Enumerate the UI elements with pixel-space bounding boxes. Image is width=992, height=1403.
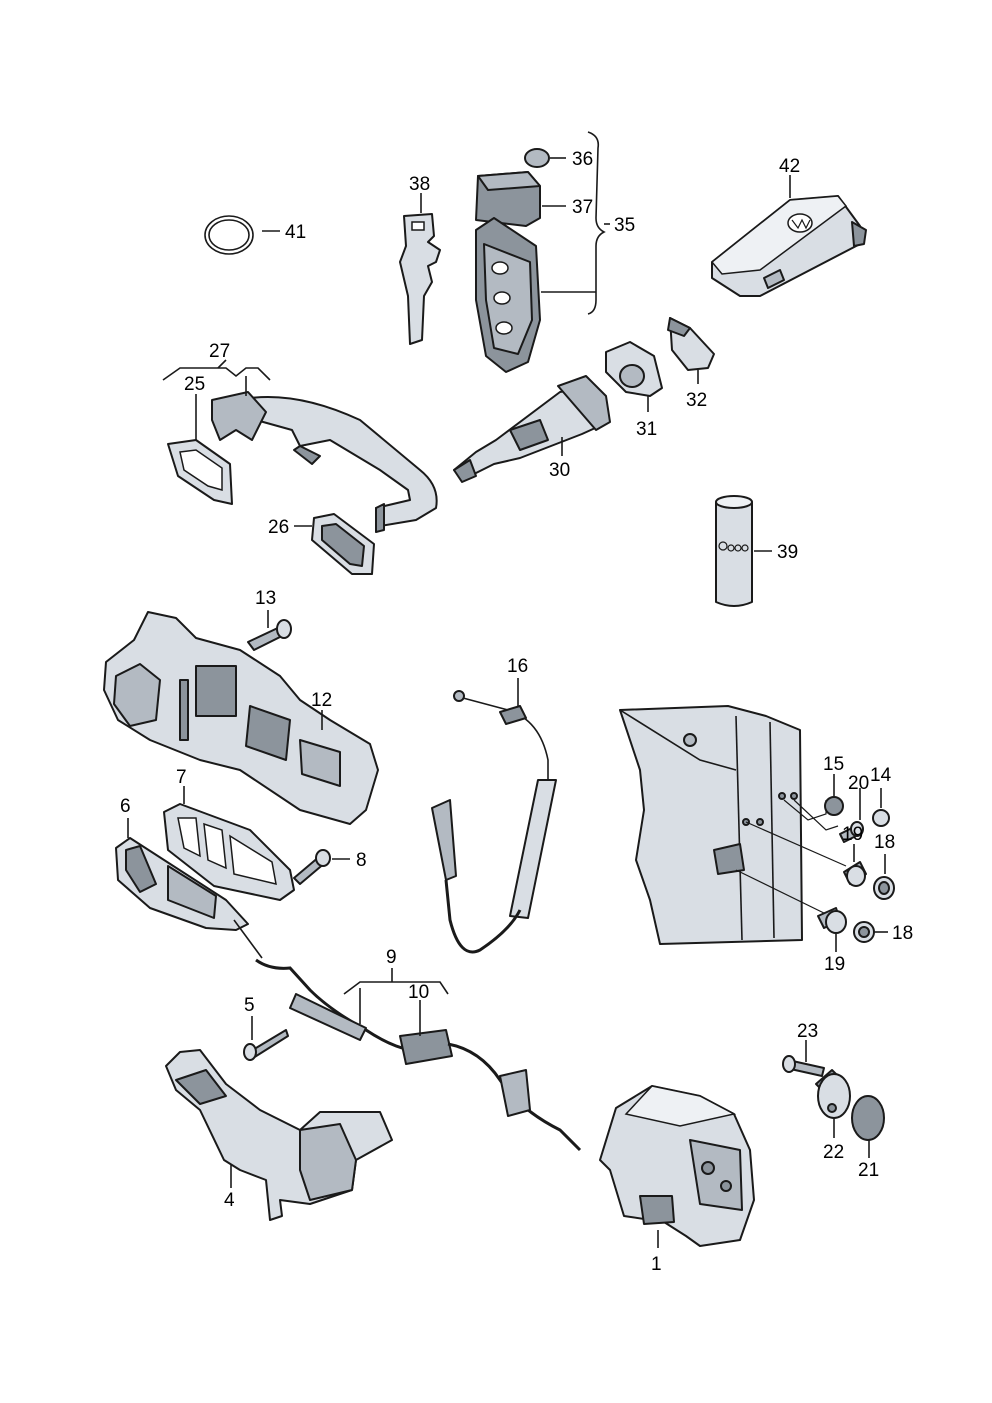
part-35-remote-housing: 35 xyxy=(475,131,635,373)
callout-36: 36 xyxy=(572,149,593,170)
callout-16: 16 xyxy=(507,656,528,677)
part-26-gasket: 26 xyxy=(268,513,375,575)
callout-20: 20 xyxy=(848,773,869,794)
part-32-cap: 32 xyxy=(667,317,715,411)
callout-8: 8 xyxy=(356,850,367,871)
part-19-bolt-upper: 19 xyxy=(842,824,867,887)
callout-27: 27 xyxy=(209,341,230,362)
callout-14: 14 xyxy=(870,765,892,786)
callout-19b: 19 xyxy=(824,954,845,975)
part-39-grease-tube: 39 xyxy=(715,495,798,607)
callout-5: 5 xyxy=(244,995,255,1016)
part-22-plate: 22 xyxy=(815,1069,851,1163)
callout-35: 35 xyxy=(614,215,635,236)
part-8-screw: 8 xyxy=(293,849,367,885)
part-41-o-ring: 41 xyxy=(204,215,306,255)
callout-4: 4 xyxy=(224,1190,235,1211)
callout-25: 25 xyxy=(184,374,205,395)
part-37-cover: 37 xyxy=(475,171,593,227)
part-15-grommet: 15 xyxy=(823,754,844,816)
part-27-door-handle: 27 xyxy=(162,341,438,533)
part-20-bolt: 20 xyxy=(839,773,869,843)
callout-30: 30 xyxy=(549,460,570,481)
part-13-screw: 13 xyxy=(247,588,292,651)
part-14-grommet: 14 xyxy=(870,765,892,827)
part-16-cable: 16 xyxy=(431,656,557,954)
part-12-handle-carrier: 12 xyxy=(103,611,379,825)
part-6-inner-handle: 6 xyxy=(115,796,249,931)
part-38-key-blade: 38 xyxy=(399,174,441,345)
part-23-screw: 23 xyxy=(782,1021,825,1077)
part-25-gasket: 25 xyxy=(167,374,233,505)
callout-10: 10 xyxy=(408,982,429,1003)
callout-1: 1 xyxy=(651,1254,662,1275)
callout-42: 42 xyxy=(779,156,800,177)
part-7-trim-frame: 7 xyxy=(163,767,295,901)
callout-13: 13 xyxy=(255,588,276,609)
callout-23: 23 xyxy=(797,1021,818,1042)
part-19-bolt-lower: 19 xyxy=(817,907,847,975)
callout-18a: 18 xyxy=(874,832,895,853)
callout-39: 39 xyxy=(777,542,798,563)
callout-7: 7 xyxy=(176,767,187,788)
callout-18b: 18 xyxy=(892,923,913,944)
callout-9: 9 xyxy=(386,947,397,968)
part-30-lock-cylinder: 30 xyxy=(453,375,611,483)
callout-41: 41 xyxy=(285,222,306,243)
callout-15: 15 xyxy=(823,754,844,775)
callout-21: 21 xyxy=(858,1160,879,1181)
door-pillar-inset xyxy=(619,705,847,945)
part-18-cap-lower: 18 xyxy=(853,921,913,944)
callout-26: 26 xyxy=(268,517,289,538)
part-42-key-fob: 42 xyxy=(710,156,867,297)
callout-31: 31 xyxy=(636,419,657,440)
callout-22: 22 xyxy=(823,1142,844,1163)
callout-12: 12 xyxy=(311,690,332,711)
part-1-door-lock: 1 xyxy=(599,1085,755,1275)
part-31-bezel: 31 xyxy=(605,341,663,440)
part-21-cap: 21 xyxy=(851,1095,885,1181)
part-4-bracket: 4 xyxy=(165,1049,393,1221)
part-18-cap-upper: 18 xyxy=(873,832,895,900)
callout-6: 6 xyxy=(120,796,131,817)
callout-38: 38 xyxy=(409,174,430,195)
part-9-10-cables: 9 10 xyxy=(233,919,582,1152)
part-5-rivet: 5 xyxy=(243,995,289,1061)
part-36-battery: 36 xyxy=(524,148,593,170)
callout-37: 37 xyxy=(572,197,593,218)
callout-19a: 19 xyxy=(842,824,863,845)
callout-32: 32 xyxy=(686,390,707,411)
